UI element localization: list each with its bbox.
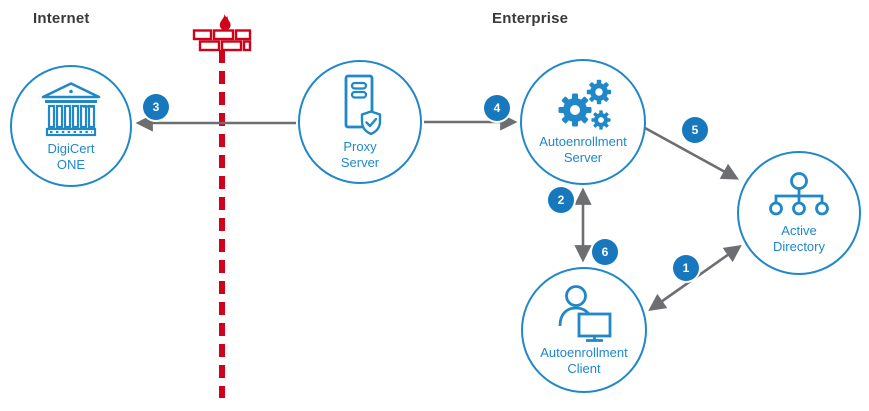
node-label-digicert-one: DigiCert ONE: [47, 141, 95, 172]
node-label-autoenrollment-client: Autoenrollment Client: [540, 345, 628, 376]
zone-label-internet: Internet: [33, 10, 90, 27]
step-badge-3: 3: [143, 94, 169, 120]
node-autoenrollment-server: Autoenrollment Server: [520, 59, 646, 185]
gears-icon: [558, 79, 611, 130]
firewall-boundary-line: [219, 50, 225, 398]
node-label-active-directory: Active Directory: [772, 223, 825, 254]
node-autoenrollment-client: Autoenrollment Client: [521, 267, 647, 393]
node-label-autoenrollment-server: Autoenrollment Server: [539, 134, 627, 165]
org-chart-icon: [769, 172, 829, 216]
node-digicert-one: DigiCert ONE: [10, 65, 132, 187]
server-shield-icon: [344, 74, 382, 136]
person-computer-icon: [558, 285, 612, 343]
bank-icon: [41, 82, 101, 137]
step-badge-2: 2: [548, 187, 574, 213]
arrow-client-active-directory-two-way: [648, 245, 742, 311]
node-proxy-server: Proxy Server: [298, 60, 422, 184]
step-badge-4: 4: [484, 95, 510, 121]
step-badge-5: 5: [682, 117, 708, 143]
zone-label-enterprise: Enterprise: [492, 10, 569, 27]
step-badge-1: 1: [673, 255, 699, 281]
node-active-directory: Active Directory: [737, 151, 861, 275]
node-label-proxy-server: Proxy Server: [340, 139, 380, 170]
firewall-icon: [192, 13, 252, 52]
step-badge-6: 6: [592, 239, 618, 265]
